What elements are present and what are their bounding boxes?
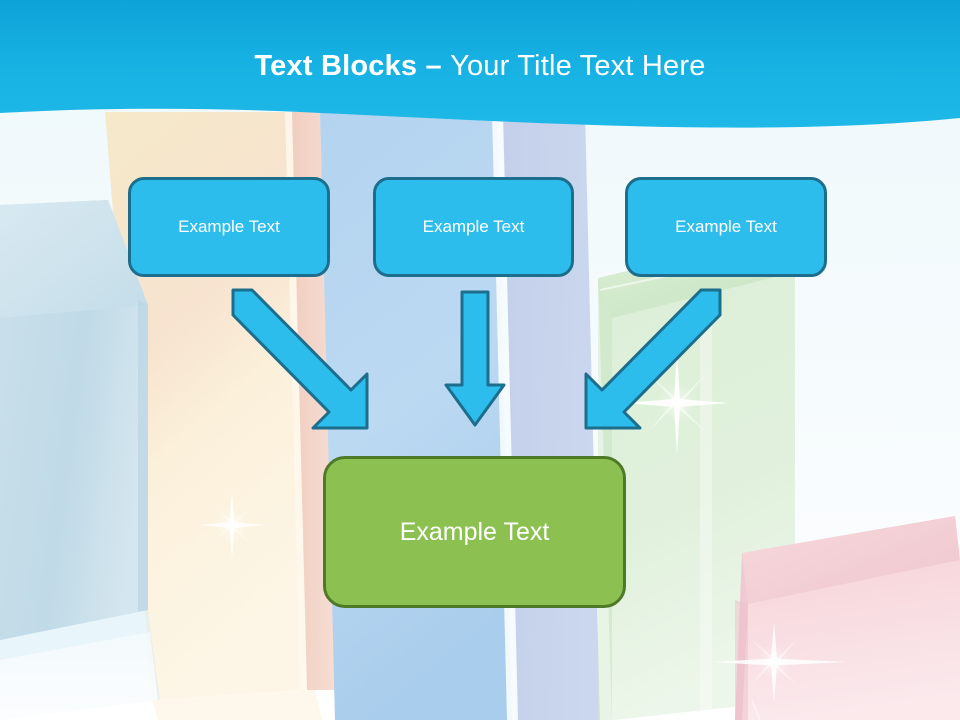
block-blue-grey <box>0 200 160 720</box>
text-block-3-label: Example Text <box>675 216 777 236</box>
text-block-result-label: Example Text <box>399 518 550 546</box>
slide-title-separator: – <box>425 50 451 82</box>
block-cream-reflection <box>152 690 322 720</box>
slide-title-regular: Your Title Text Here <box>450 50 706 82</box>
text-block-2[interactable]: Example Text <box>373 177 574 277</box>
slide-title-bold: Text Blocks <box>254 50 426 82</box>
arrow-right <box>584 288 722 430</box>
arrow-center <box>444 290 506 427</box>
slide-title: Text Blocks – Your Title Text Here <box>0 50 960 83</box>
text-block-1[interactable]: Example Text <box>128 177 330 277</box>
text-block-3[interactable]: Example Text <box>625 177 827 277</box>
header-banner <box>0 0 960 128</box>
text-block-2-label: Example Text <box>422 216 525 236</box>
text-block-1-label: Example Text <box>178 216 280 236</box>
text-block-result[interactable]: Example Text <box>323 456 626 608</box>
arrow-left <box>231 288 369 430</box>
